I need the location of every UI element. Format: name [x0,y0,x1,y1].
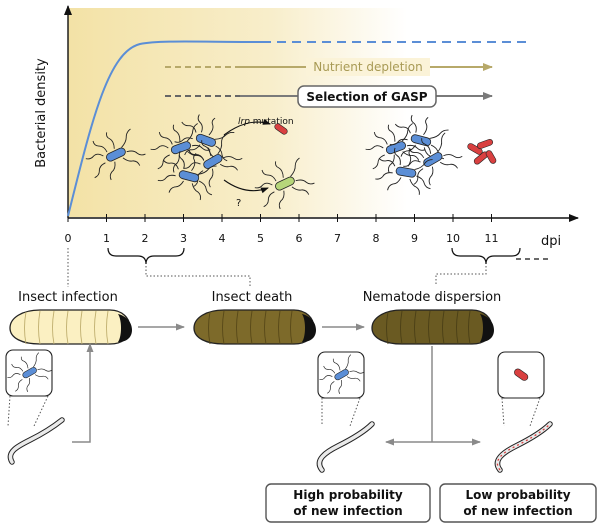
inset-high [313,348,375,473]
brace-early [107,247,185,265]
mutation-arrow [223,119,271,136]
x-tick-label: 10 [446,232,460,245]
outcome-high-line1: High probability [293,488,403,502]
plot-background [68,8,520,217]
bacteria-cluster-mid [145,107,248,204]
larva-alive [9,309,132,345]
single-bacterium [79,120,150,187]
x-tick-label: 3 [180,232,187,245]
x-tick-label: 5 [257,232,264,245]
mutant-bacterium [274,123,288,135]
outcome-low-box: Low probability of new infection [439,483,597,523]
brace-late [451,247,521,265]
growth-curve [67,40,263,217]
outcome-high-box: High probability of new infection [265,483,431,523]
nutrient-label-bg [306,58,430,76]
x-tick-label: 1 [103,232,110,245]
inset-infection [1,343,94,465]
mutant-rods [467,138,497,165]
x-tick-label: 7 [334,232,341,245]
larva-dead [193,309,316,345]
branch-arrows [385,346,481,446]
x-tick-label: 11 [485,232,499,245]
density-plot: Bacterial density dpi 0 1 2 3 4 5 6 7 8 9 10 11 Nut… [34,5,579,287]
gasp-label-box [297,85,437,108]
unknown-arrow [223,179,269,194]
larva-dispersing [371,309,494,345]
gasp-label: Selection of GASP [306,90,427,104]
bacteria-cluster-late [360,109,468,198]
x-tick-label: 9 [411,232,418,245]
stage-death-label: Insect death [212,290,293,305]
connector-dispersion [435,266,487,286]
connector-death [145,266,251,287]
x-axis-label: dpi [541,234,561,249]
nutrient-label: Nutrient depletion [313,60,422,74]
stage-dispersion-label: Nematode dispersion [363,290,502,305]
outcome-low-line1: Low probability [465,488,570,502]
y-axis-label: Bacterial density [34,58,49,168]
question-mark: ? [236,198,241,209]
x-tick-label: 8 [373,232,380,245]
stage-infection-label: Insect infection [18,290,118,305]
outcome-low-line2: of new infection [463,504,572,518]
inset-low [494,351,553,473]
outcome-high-line2: of new infection [293,504,402,518]
intermediate-bacterium [248,149,319,216]
x-tick-label: 0 [65,232,72,245]
x-ticks: 0 1 2 3 4 5 6 7 8 9 10 11 [65,214,499,245]
x-tick-label: 2 [142,232,149,245]
lrp-mutation-label: lrp mutation [238,117,294,127]
x-tick-label: 6 [296,232,303,245]
x-tick-label: 4 [219,232,226,245]
